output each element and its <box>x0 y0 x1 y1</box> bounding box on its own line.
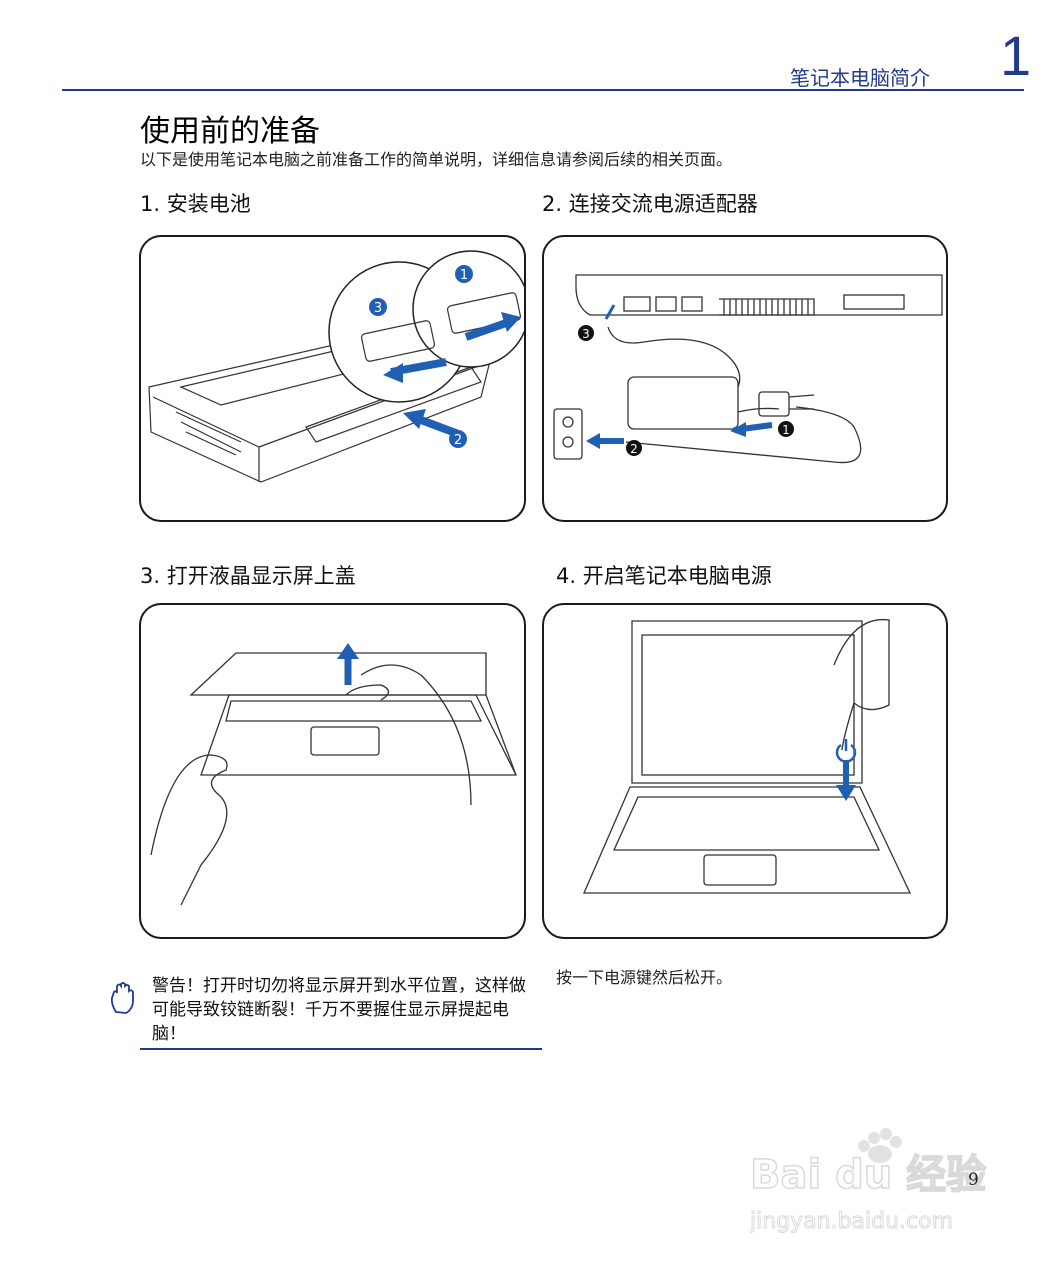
step-2-title: 2. 连接交流电源适配器 <box>542 192 758 216</box>
step-1-title: 1. 安装电池 <box>140 192 251 216</box>
intro-text: 以下是使用笔记本电脑之前准备工作的简单说明，详细信息请参阅后续的相关页面。 <box>140 150 733 169</box>
battery-install-illustration: 1 2 3 <box>139 235 526 522</box>
watermark-brand: Bai du 经验 <box>750 1152 986 1198</box>
watermark-url: jingyan.baidu.com <box>750 1209 953 1234</box>
power-note: 按一下电源键然后松开。 <box>556 968 733 987</box>
ac-adapter-illustration: 1 2 3 <box>542 235 948 522</box>
battery-install-drawing: 1 2 3 <box>148 250 524 483</box>
callout-1-text: 1 <box>460 268 468 283</box>
section-header-title: 笔记本电脑简介 <box>790 66 930 90</box>
warning-divider <box>140 1048 542 1050</box>
baidu-watermark-logo: Bai du 经验 jingyan.baidu.com <box>749 1128 1010 1238</box>
step-3-title: 3. 打开液晶显示屏上盖 <box>140 564 356 588</box>
page-number: 9 <box>968 1170 979 1190</box>
callout-2-text: 2 <box>454 433 462 448</box>
callout-3-text: 3 <box>374 301 382 316</box>
page-title: 使用前的准备 <box>140 114 320 149</box>
header-divider <box>62 89 1024 91</box>
callout-3-badge <box>369 298 387 316</box>
callout-2-badge <box>449 430 467 448</box>
ac-adapter-drawing: 1 2 3 <box>553 274 943 464</box>
adapter-callout-2: 2 <box>630 442 638 456</box>
chapter-number: 1 <box>1000 24 1032 87</box>
adapter-callout-1: 1 <box>782 423 790 437</box>
adapter-callout-3: 3 <box>582 327 590 341</box>
step-4-title: 4. 开启笔记本电脑电源 <box>556 564 772 588</box>
power-on-illustration <box>542 603 948 939</box>
open-lid-drawing <box>150 643 518 906</box>
raised-hand-icon <box>108 982 138 1016</box>
callout-1-badge <box>455 265 473 283</box>
power-on-drawing <box>583 618 912 894</box>
open-lid-illustration <box>139 603 526 939</box>
warning-text: 警告！打开时切勿将显示屏开到水平位置，这样做可能导致铰链断裂！千万不要握住显示屏… <box>152 976 526 1044</box>
